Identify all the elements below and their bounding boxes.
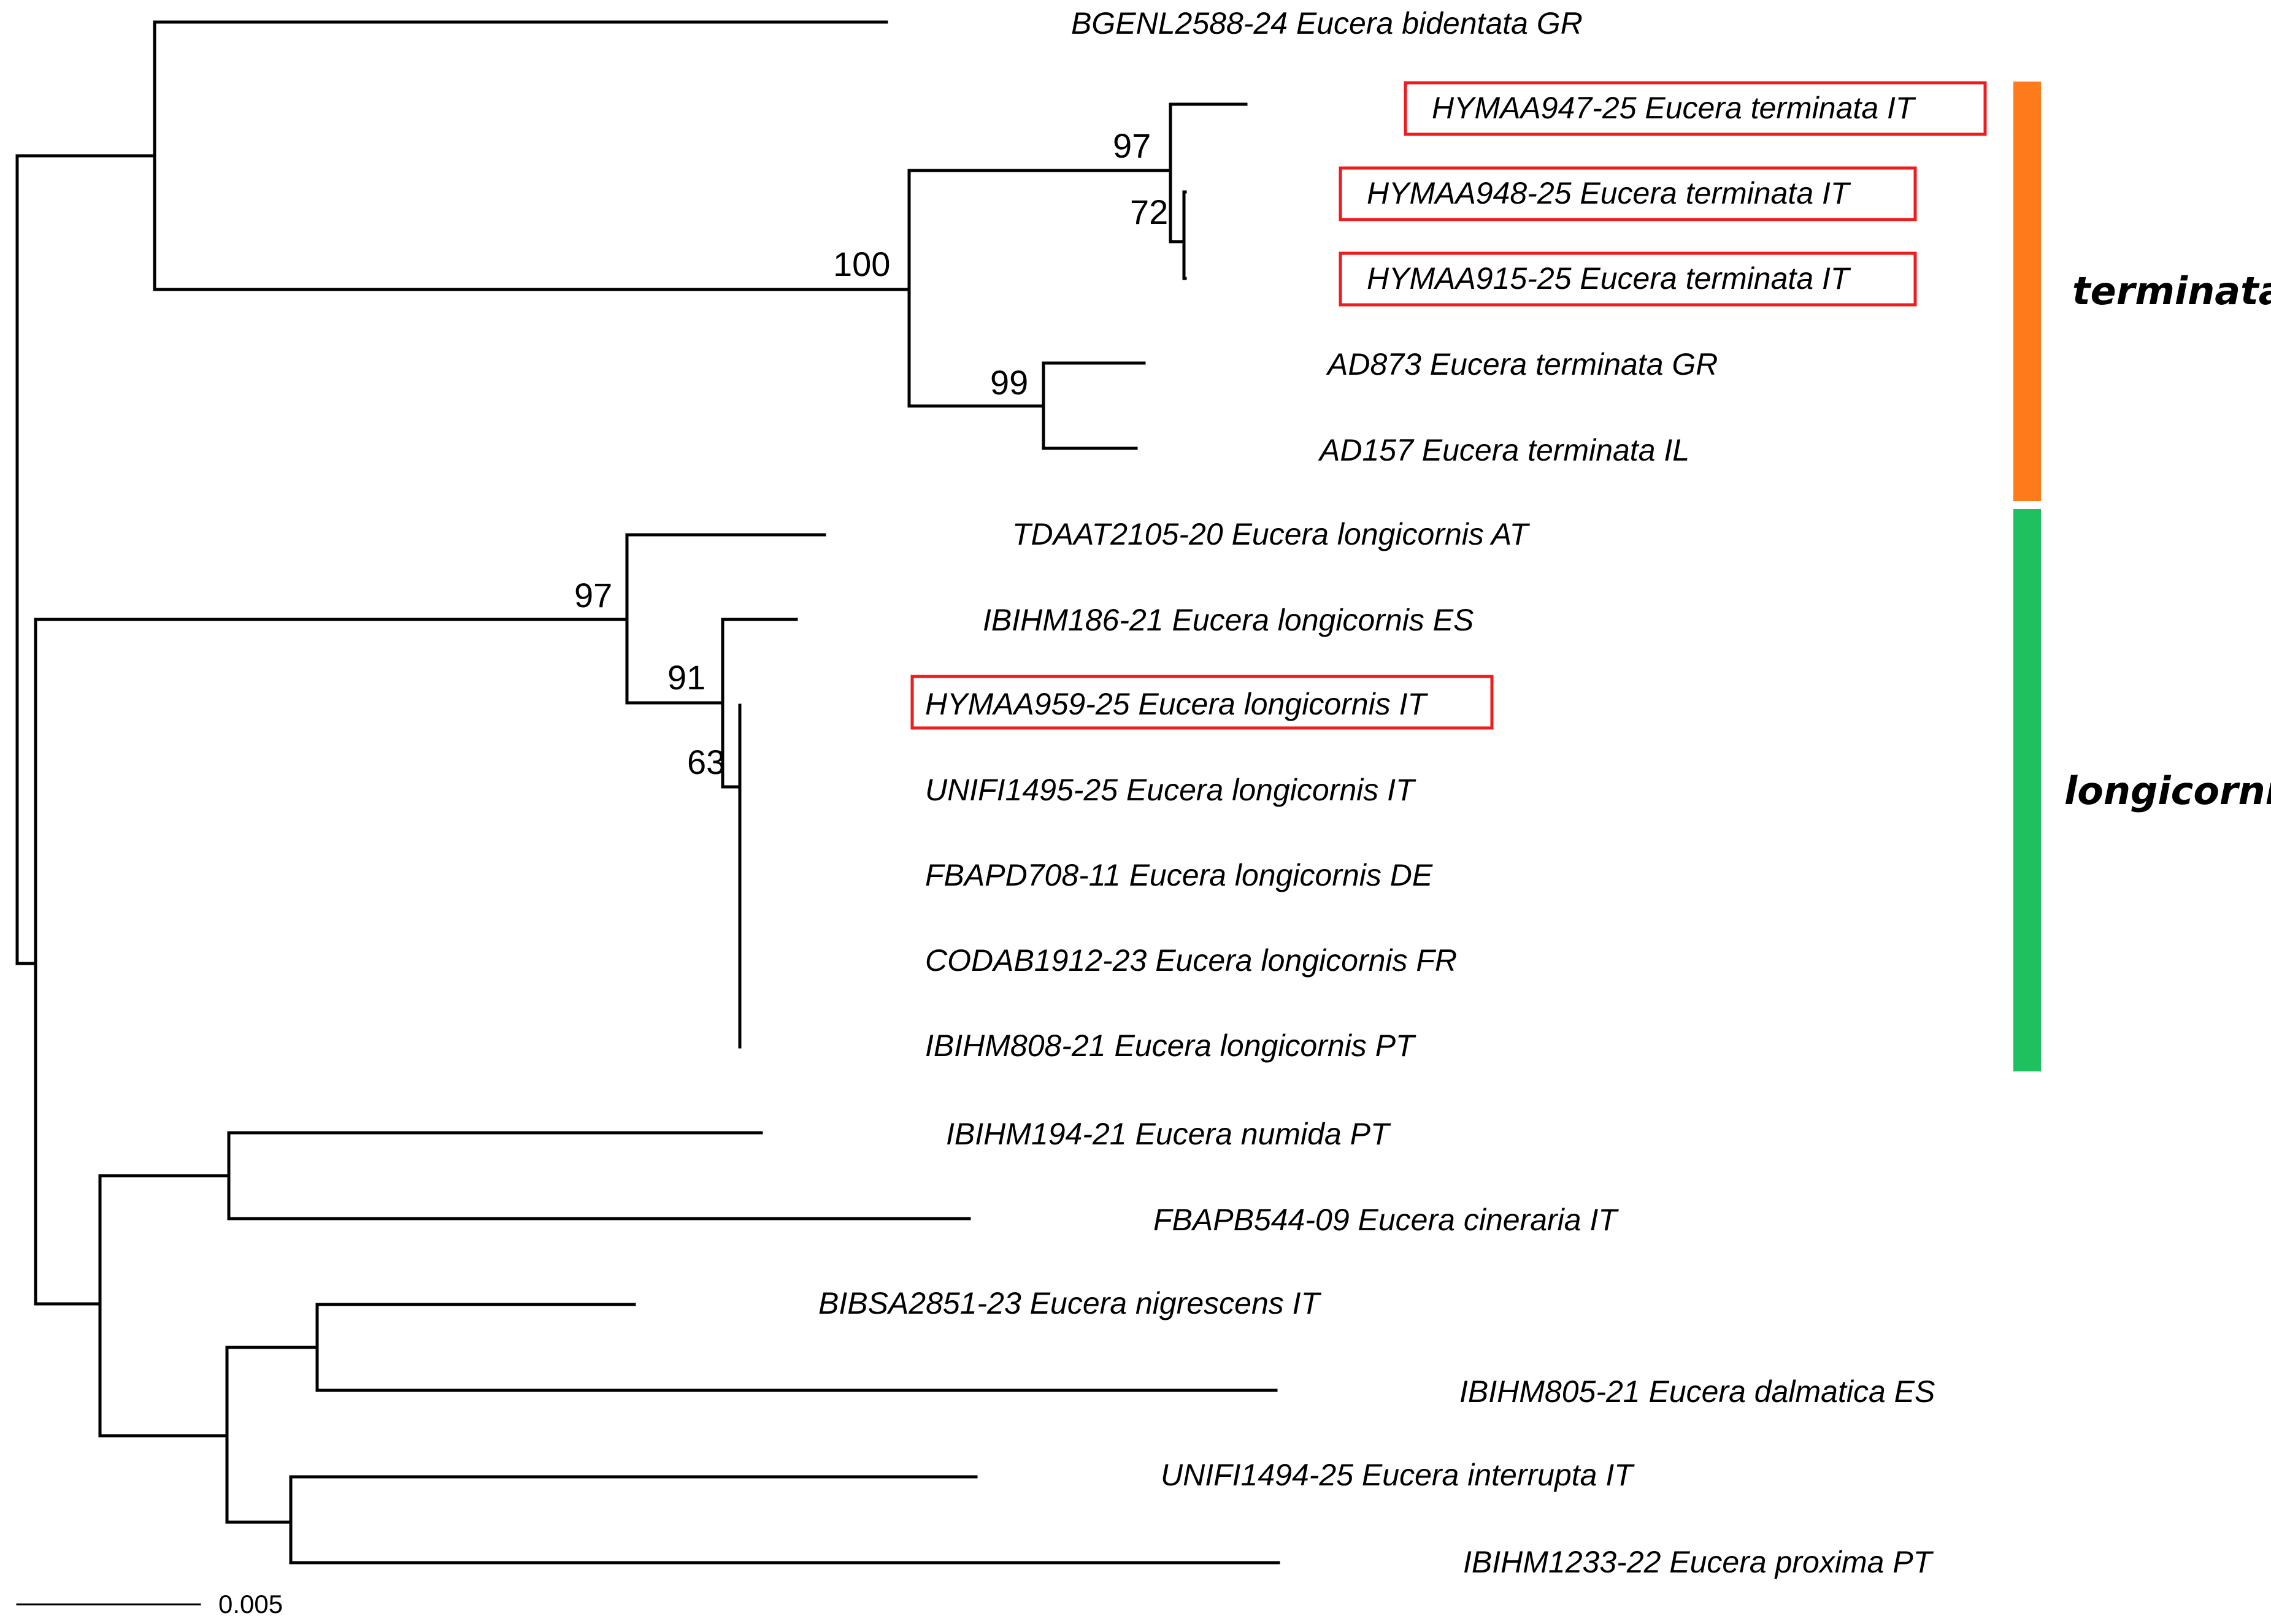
- support-value-terminata-gr-il: 99: [990, 363, 1028, 402]
- tip-label: IBIHM186-21 Eucera longicornis ES: [983, 603, 1474, 637]
- tip-label: IBIHM194-21 Eucera numida PT: [946, 1117, 1391, 1151]
- tip-labels: BGENL2588-24 Eucera bidentata GR HYMAA94…: [818, 6, 1935, 1579]
- tip-label: BGENL2588-24 Eucera bidentata GR: [1071, 6, 1583, 40]
- clade-bar-longicornis: [2013, 509, 2041, 1071]
- tree-branches: [15, 20, 1280, 1565]
- tip-label: IBIHM805-21 Eucera dalmatica ES: [1459, 1374, 1935, 1409]
- clade-label-longicornis: longicornis: [2064, 768, 2271, 813]
- tip-label: TDAAT2105-20 Eucera longicornis AT: [1012, 517, 1531, 551]
- support-value-longicornis-clade: 97: [574, 576, 612, 615]
- tip-label: IBIHM1233-22 Eucera proxima PT: [1463, 1545, 1934, 1579]
- tip-label: UNIFI1495-25 Eucera longicornis IT: [925, 773, 1416, 807]
- support-values: 100 97 72 99 97 91 63: [574, 126, 1168, 781]
- tip-label: AD873 Eucera terminata GR: [1326, 347, 1718, 381]
- support-value-terminata-clade: 100: [833, 245, 890, 283]
- tip-label: HYMAA948-25 Eucera terminata IT: [1367, 176, 1851, 210]
- highlight-box-hymaa959: [910, 675, 1494, 730]
- tip-label: FBAPD708-11 Eucera longicornis DE: [925, 858, 1433, 892]
- support-value-terminata-it-group: 97: [1113, 126, 1151, 165]
- highlight-box-hymaa947: [1404, 81, 1987, 136]
- tip-label: HYMAA915-25 Eucera terminata IT: [1367, 261, 1851, 296]
- clade-bar-terminata: [2013, 82, 2041, 501]
- highlight-box-hymaa948: [1339, 166, 1917, 221]
- tip-label: FBAPB544-09 Eucera cineraria IT: [1153, 1203, 1619, 1237]
- tip-label: HYMAA959-25 Eucera longicornis IT: [925, 687, 1428, 721]
- clade-label-terminata: terminata: [2072, 269, 2271, 313]
- tip-label: AD157 Eucera terminata IL: [1318, 433, 1689, 467]
- support-value-longicornis-inner: 91: [667, 658, 705, 697]
- tip-label: IBIHM808-21 Eucera longicornis PT: [925, 1028, 1416, 1063]
- tip-label: HYMAA947-25 Eucera terminata IT: [1432, 91, 1916, 125]
- tip-label: BIBSA2851-23 Eucera nigrescens IT: [818, 1286, 1322, 1320]
- highlight-box-hymaa915: [1339, 251, 1917, 307]
- support-value-terminata-it-subgroup: 72: [1130, 193, 1168, 231]
- tip-label: CODAB1912-23 Eucera longicornis FR: [925, 943, 1457, 978]
- tip-label: UNIFI1494-25 Eucera interrupta IT: [1161, 1458, 1635, 1492]
- support-value-longicornis-polytomy: 63: [687, 743, 725, 781]
- scale-bar-label: 0.005: [218, 1590, 283, 1618]
